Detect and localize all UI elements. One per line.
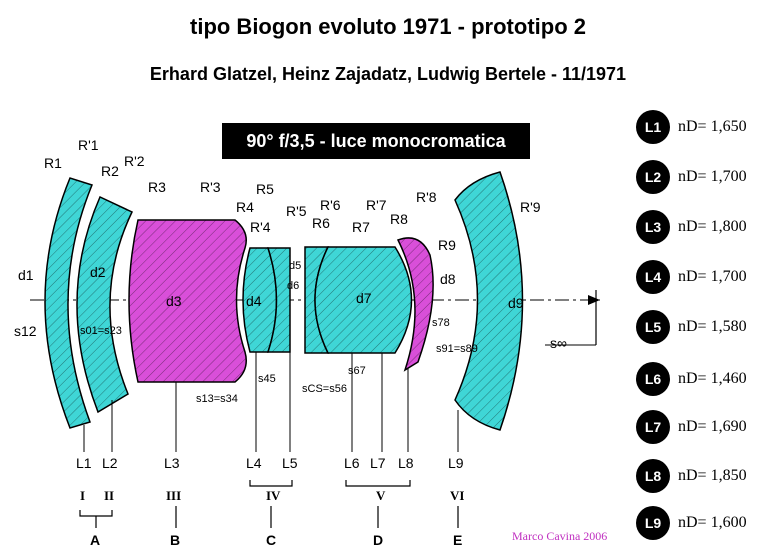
element-label: L2 bbox=[102, 455, 118, 471]
radius-label: R'4 bbox=[250, 219, 271, 235]
legend-badge: L2 bbox=[636, 160, 670, 194]
radius-label: R7 bbox=[352, 219, 370, 235]
legend-row: L9 nD= 1,600 bbox=[636, 506, 747, 540]
radius-label: R'1 bbox=[78, 137, 99, 153]
thickness-label: d9 bbox=[508, 295, 524, 311]
thickness-label: d7 bbox=[356, 290, 372, 306]
legend-badge: L7 bbox=[636, 410, 670, 444]
radius-label: R4 bbox=[236, 199, 254, 215]
element-label: L3 bbox=[164, 455, 180, 471]
radius-label: R'6 bbox=[320, 197, 341, 213]
group-roman-label: III bbox=[166, 488, 181, 503]
thickness-label: d6 bbox=[287, 280, 299, 292]
spacing-label: s12 bbox=[14, 323, 37, 339]
legend-value: nD= 1,690 bbox=[678, 418, 747, 435]
legend-row: L5 nD= 1,580 bbox=[636, 310, 747, 344]
group-braces bbox=[79, 480, 459, 528]
radius-label: R5 bbox=[256, 181, 274, 197]
legend-badge: L8 bbox=[636, 459, 670, 493]
legend-value: nD= 1,650 bbox=[678, 118, 747, 135]
spacing-label: s∞ bbox=[550, 335, 567, 351]
page-title: tipo Biogon evoluto 1971 - prototipo 2 bbox=[190, 14, 586, 39]
legend-value: nD= 1,700 bbox=[678, 168, 747, 185]
spacing-label: s91=s89 bbox=[436, 343, 478, 355]
group-letter-label: E bbox=[453, 532, 462, 548]
spacing-label: s45 bbox=[258, 373, 276, 385]
radius-label: R8 bbox=[390, 211, 408, 227]
radius-label: R6 bbox=[312, 215, 330, 231]
legend-row: L2 nD= 1,700 bbox=[636, 160, 747, 194]
radius-label: R9 bbox=[438, 237, 456, 253]
group-roman-label: IV bbox=[266, 488, 281, 503]
thickness-label: d1 bbox=[18, 267, 34, 283]
group-letter-label: A bbox=[90, 532, 100, 548]
legend-value: nD= 1,800 bbox=[678, 218, 747, 235]
legend-badge: L1 bbox=[636, 110, 670, 144]
legend-row: L1 nD= 1,650 bbox=[636, 110, 747, 144]
group-letter-label: C bbox=[266, 532, 276, 548]
legend-badge: L6 bbox=[636, 362, 670, 396]
element-label: L1 bbox=[76, 455, 92, 471]
spacing-label: sCS=s56 bbox=[302, 383, 347, 395]
legend-row: L8 nD= 1,850 bbox=[636, 459, 747, 493]
group-roman-label: II bbox=[104, 488, 114, 503]
leader-lines bbox=[83, 352, 459, 452]
element-label: L4 bbox=[246, 455, 262, 471]
radius-label: R1 bbox=[44, 155, 62, 171]
thickness-label: d2 bbox=[90, 264, 106, 280]
legend-badge: L9 bbox=[636, 506, 670, 540]
authors-subtitle: Erhard Glatzel, Heinz Zajadatz, Ludwig B… bbox=[149, 64, 627, 84]
legend-row: L4 nD= 1,700 bbox=[636, 260, 747, 294]
spacing-label: s78 bbox=[432, 317, 450, 329]
thickness-label: d4 bbox=[246, 293, 262, 309]
spacing-label: s67 bbox=[348, 365, 366, 377]
group-roman-label: I bbox=[80, 488, 85, 503]
group-letter-label: B bbox=[170, 532, 180, 548]
thickness-label: d3 bbox=[166, 293, 182, 309]
radius-label: R'8 bbox=[416, 189, 437, 205]
legend-row: L3 nD= 1,800 bbox=[636, 210, 747, 244]
radius-label: R3 bbox=[148, 179, 166, 195]
spec-banner: 90° f/3,5 - luce monocromatica bbox=[222, 123, 530, 159]
legend-badge: L5 bbox=[636, 310, 670, 344]
spacing-label: s13=s34 bbox=[196, 393, 238, 405]
radius-label: R'9 bbox=[520, 199, 541, 215]
legend-value: nD= 1,700 bbox=[678, 268, 747, 285]
element-label: L7 bbox=[370, 455, 386, 471]
legend-row: L7 nD= 1,690 bbox=[636, 410, 747, 444]
thickness-label: d8 bbox=[440, 271, 456, 287]
legend-value: nD= 1,600 bbox=[678, 514, 747, 531]
radius-label: R'3 bbox=[200, 179, 221, 195]
thickness-label: d5 bbox=[289, 260, 301, 272]
legend-badge: L3 bbox=[636, 210, 670, 244]
axis-arrow-icon bbox=[588, 295, 600, 305]
legend-value: nD= 1,580 bbox=[678, 318, 747, 335]
group-roman-label: VI bbox=[450, 488, 464, 503]
element-label: L6 bbox=[344, 455, 360, 471]
legend-badge: L4 bbox=[636, 260, 670, 294]
spacing-label: s01=s23 bbox=[80, 325, 122, 337]
radius-label: R'7 bbox=[366, 197, 387, 213]
legend-value: nD= 1,850 bbox=[678, 467, 747, 484]
group-roman-label: V bbox=[376, 488, 386, 503]
radius-label: R'2 bbox=[124, 153, 145, 169]
element-label: L9 bbox=[448, 455, 464, 471]
element-label: L5 bbox=[282, 455, 298, 471]
author-credit: Marco Cavina 2006 bbox=[512, 529, 608, 543]
radius-label: R'5 bbox=[286, 203, 307, 219]
legend-row: L6 nD= 1,460 bbox=[636, 362, 747, 396]
group-letter-label: D bbox=[373, 532, 383, 548]
element-label: L8 bbox=[398, 455, 414, 471]
radius-label: R2 bbox=[101, 163, 119, 179]
legend-value: nD= 1,460 bbox=[678, 370, 747, 387]
